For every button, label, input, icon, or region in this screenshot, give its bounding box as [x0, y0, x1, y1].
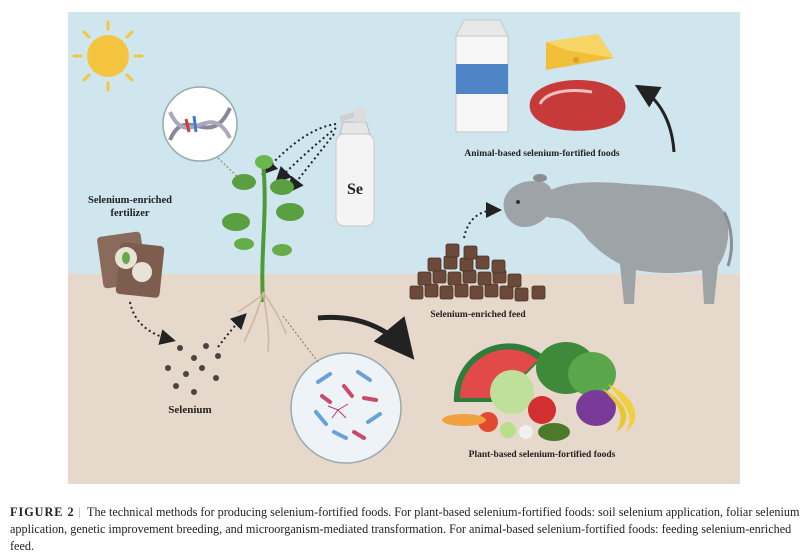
caption-text: The technical methods for producing sele… — [10, 505, 800, 553]
figure-caption: FIGURE 2|The technical methods for produ… — [10, 504, 800, 555]
selenium-label: Selenium — [168, 404, 211, 416]
caption-separator: | — [78, 505, 81, 519]
feed-to-cow-arrow — [463, 202, 502, 239]
plant-to-foods-arrow — [317, 314, 415, 360]
spray-bottle-label: Se — [347, 181, 363, 198]
figure-illustration: Se Selenium-enriched fertilizer — [68, 12, 740, 484]
root-to-microbe-pointer — [282, 315, 319, 363]
soil-background — [68, 274, 740, 484]
animal-foods-label: Animal-based selenium-fortified foods — [464, 149, 619, 159]
feed-label: Selenium-enriched feed — [430, 310, 526, 320]
dna-icon — [162, 86, 238, 162]
fertilizer-label-line1: Selenium-enriched — [88, 195, 172, 206]
sun-icon — [72, 20, 144, 92]
fertilizer-bags-icon — [97, 231, 165, 298]
plant-illustration — [222, 155, 304, 353]
microorganism-icon — [290, 352, 402, 464]
cow-illustration — [503, 174, 733, 304]
cheese-icon — [546, 34, 614, 70]
plant-foods-label: Plant-based selenium-fortified foods — [469, 450, 616, 460]
selenium-particles — [165, 343, 221, 395]
caption-figure-number: FIGURE 2 — [10, 505, 75, 519]
spray-bottle-icon: Se — [335, 108, 375, 227]
fertilizer-label-line2: fertilizer — [110, 208, 149, 219]
spray-arrows — [261, 123, 337, 194]
feed-pile-icon — [409, 243, 546, 302]
plant-foods-illustration — [442, 342, 636, 441]
meat-icon — [529, 80, 626, 131]
cow-to-products-arrow — [634, 84, 676, 153]
milk-carton-icon — [455, 19, 509, 133]
